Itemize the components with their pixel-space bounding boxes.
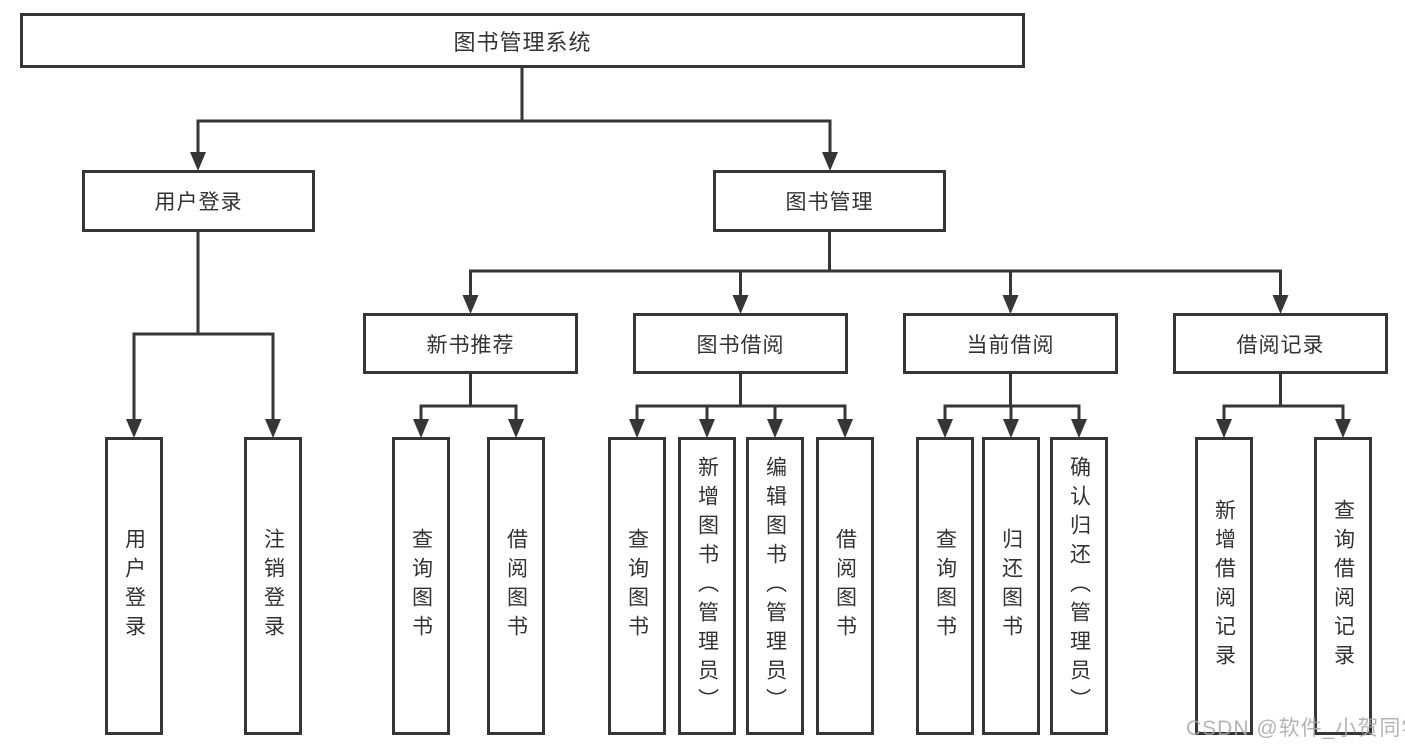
node-leaf-user-login: 用户登录 bbox=[105, 437, 163, 735]
node-leaf-return-books: 归还图书 bbox=[982, 437, 1040, 735]
node-borrowing-records-label: 借阅记录 bbox=[1236, 333, 1325, 357]
node-leaf-logout-label: 注销登录 bbox=[261, 528, 285, 644]
node-leaf-confirm-return-admin-label: 确认归还（管理员） bbox=[1067, 455, 1091, 717]
node-leaf-add-books-admin: 新增图书（管理员） bbox=[678, 437, 736, 735]
node-book-borrowing-label: 图书借阅 bbox=[696, 333, 785, 357]
node-leaf-query-borrow-record: 查询借阅记录 bbox=[1314, 437, 1372, 735]
node-leaf-add-borrow-record: 新增借阅记录 bbox=[1195, 437, 1253, 735]
node-user-login-label: 用户登录 bbox=[154, 191, 243, 214]
node-leaf-query-books-recommend-label: 查询图书 bbox=[409, 528, 433, 644]
csdn-watermark: CSDN @软件_小贺同学 bbox=[1186, 717, 1405, 740]
node-leaf-confirm-return-admin: 确认归还（管理员） bbox=[1050, 437, 1108, 735]
node-borrowing-records: 借阅记录 bbox=[1173, 313, 1388, 374]
node-leaf-add-borrow-record-label: 新增借阅记录 bbox=[1212, 499, 1236, 673]
node-book-borrowing: 图书借阅 bbox=[633, 313, 848, 374]
node-new-book-recommend-label: 新书推荐 bbox=[426, 333, 515, 357]
node-leaf-query-books-borrow-label: 查询图书 bbox=[625, 528, 649, 644]
node-leaf-edit-books-admin: 编辑图书（管理员） bbox=[746, 437, 804, 735]
node-leaf-query-borrow-record-label: 查询借阅记录 bbox=[1331, 499, 1355, 673]
node-leaf-edit-books-admin-label: 编辑图书（管理员） bbox=[763, 455, 787, 717]
node-book-management-label: 图书管理 bbox=[785, 191, 874, 214]
node-leaf-return-books-label: 归还图书 bbox=[999, 528, 1023, 644]
node-new-book-recommend: 新书推荐 bbox=[363, 313, 578, 374]
node-leaf-query-books-current: 查询图书 bbox=[916, 437, 974, 735]
node-leaf-query-books-current-label: 查询图书 bbox=[933, 528, 957, 644]
node-current-borrowing-label: 当前借阅 bbox=[966, 333, 1055, 357]
node-user-login: 用户登录 bbox=[82, 170, 315, 232]
node-leaf-borrow-books-recommend: 借阅图书 bbox=[487, 437, 545, 735]
node-root: 图书管理系统 bbox=[20, 13, 1025, 68]
node-leaf-query-books-recommend: 查询图书 bbox=[392, 437, 450, 735]
node-leaf-borrow-books-recommend-label: 借阅图书 bbox=[504, 528, 528, 644]
node-current-borrowing: 当前借阅 bbox=[903, 313, 1118, 374]
node-leaf-query-books-borrow: 查询图书 bbox=[608, 437, 666, 735]
node-leaf-add-books-admin-label: 新增图书（管理员） bbox=[695, 455, 719, 717]
node-leaf-borrow-books-label: 借阅图书 bbox=[833, 528, 857, 644]
node-leaf-borrow-books: 借阅图书 bbox=[816, 437, 874, 735]
node-book-management: 图书管理 bbox=[713, 170, 946, 232]
node-root-label: 图书管理系统 bbox=[453, 29, 592, 55]
node-leaf-user-login-label: 用户登录 bbox=[122, 528, 146, 644]
node-leaf-logout: 注销登录 bbox=[244, 437, 302, 735]
